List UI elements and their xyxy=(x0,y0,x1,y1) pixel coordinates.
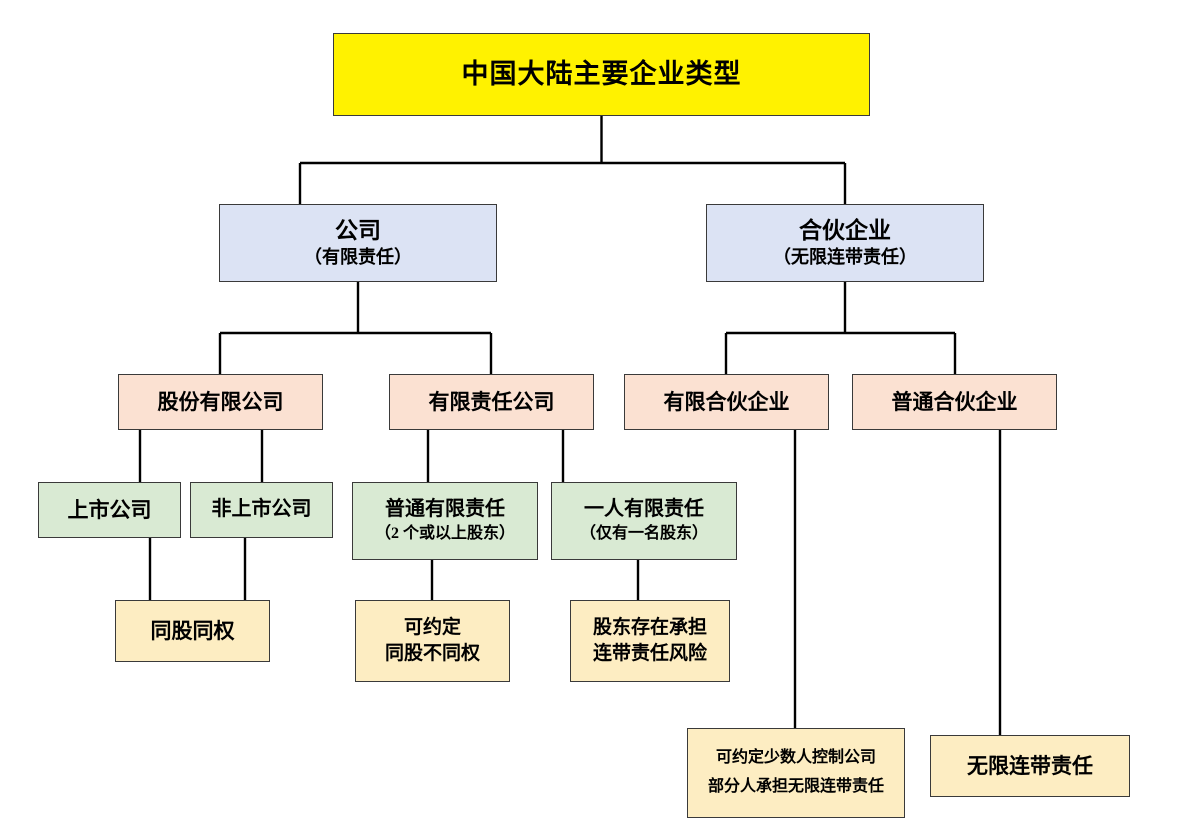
node-agreed-different-rights-line-2: 同股不同权 xyxy=(384,642,480,664)
node-same-share-same-right-line-1: 同股同权 xyxy=(150,618,235,643)
node-shareholder-joint-risk-line-2: 连带责任风险 xyxy=(592,642,707,664)
node-limited-partnership-line-1: 有限合伙企业 xyxy=(663,389,790,414)
connector-company-to-level3 xyxy=(218,282,493,374)
node-company[interactable]: 公司 （有限责任） xyxy=(219,204,497,282)
node-limited-liability-line-1: 有限责任公司 xyxy=(428,389,555,414)
node-shareholder-joint-risk-line-1: 股东存在承担 xyxy=(592,617,707,639)
connector-partnership-to-level3 xyxy=(724,282,957,374)
node-minority-control-line-2: 部分人承担无限连带责任 xyxy=(707,778,884,795)
node-unlisted-company-line-1: 非上市公司 xyxy=(211,498,312,521)
node-one-person-limited[interactable]: 一人有限责任 （仅有一名股东） xyxy=(551,482,737,560)
node-partnership-line-1: 合伙企业 xyxy=(799,218,891,244)
node-shareholder-joint-risk[interactable]: 股东存在承担 连带责任风险 xyxy=(570,600,730,682)
node-general-partnership-line-1: 普通合伙企业 xyxy=(891,389,1018,414)
node-unlimited-joint-liability[interactable]: 无限连带责任 xyxy=(930,735,1130,797)
node-company-line-1: 公司 xyxy=(335,218,381,244)
node-agreed-different-rights-line-1: 可约定 xyxy=(403,617,461,639)
node-partnership[interactable]: 合伙企业 （无限连带责任） xyxy=(706,204,984,282)
node-listed-company[interactable]: 上市公司 xyxy=(38,482,181,538)
node-ordinary-limited-line-2: （2 个或以上股东） xyxy=(374,524,515,542)
node-joint-stock-line-1: 股份有限公司 xyxy=(157,389,284,414)
node-one-person-limited-line-2: （仅有一名股东） xyxy=(579,524,708,542)
node-minority-control[interactable]: 可约定少数人控制公司 部分人承担无限连带责任 xyxy=(687,728,905,818)
node-joint-stock[interactable]: 股份有限公司 xyxy=(118,374,323,430)
node-one-person-limited-line-1: 一人有限责任 xyxy=(584,498,704,521)
node-ordinary-limited[interactable]: 普通有限责任 （2 个或以上股东） xyxy=(352,482,538,560)
node-agreed-different-rights[interactable]: 可约定 同股不同权 xyxy=(355,600,510,682)
node-minority-control-line-1: 可约定少数人控制公司 xyxy=(715,749,876,767)
node-same-share-same-right[interactable]: 同股同权 xyxy=(115,600,270,662)
node-ordinary-limited-line-1: 普通有限责任 xyxy=(385,498,505,521)
node-listed-company-line-1: 上市公司 xyxy=(67,497,152,522)
connector-root-to-level2 xyxy=(298,116,847,204)
node-company-line-2: （有限责任） xyxy=(304,247,412,268)
node-limited-liability[interactable]: 有限责任公司 xyxy=(389,374,594,430)
node-root-line-1: 中国大陆主要企业类型 xyxy=(461,58,742,89)
node-unlimited-joint-liability-line-1: 无限连带责任 xyxy=(967,753,1093,778)
node-partnership-line-2: （无限连带责任） xyxy=(773,247,917,268)
node-limited-partnership[interactable]: 有限合伙企业 xyxy=(624,374,829,430)
node-root[interactable]: 中国大陆主要企业类型 xyxy=(333,33,870,116)
node-unlisted-company[interactable]: 非上市公司 xyxy=(190,482,333,538)
node-general-partnership[interactable]: 普通合伙企业 xyxy=(852,374,1057,430)
